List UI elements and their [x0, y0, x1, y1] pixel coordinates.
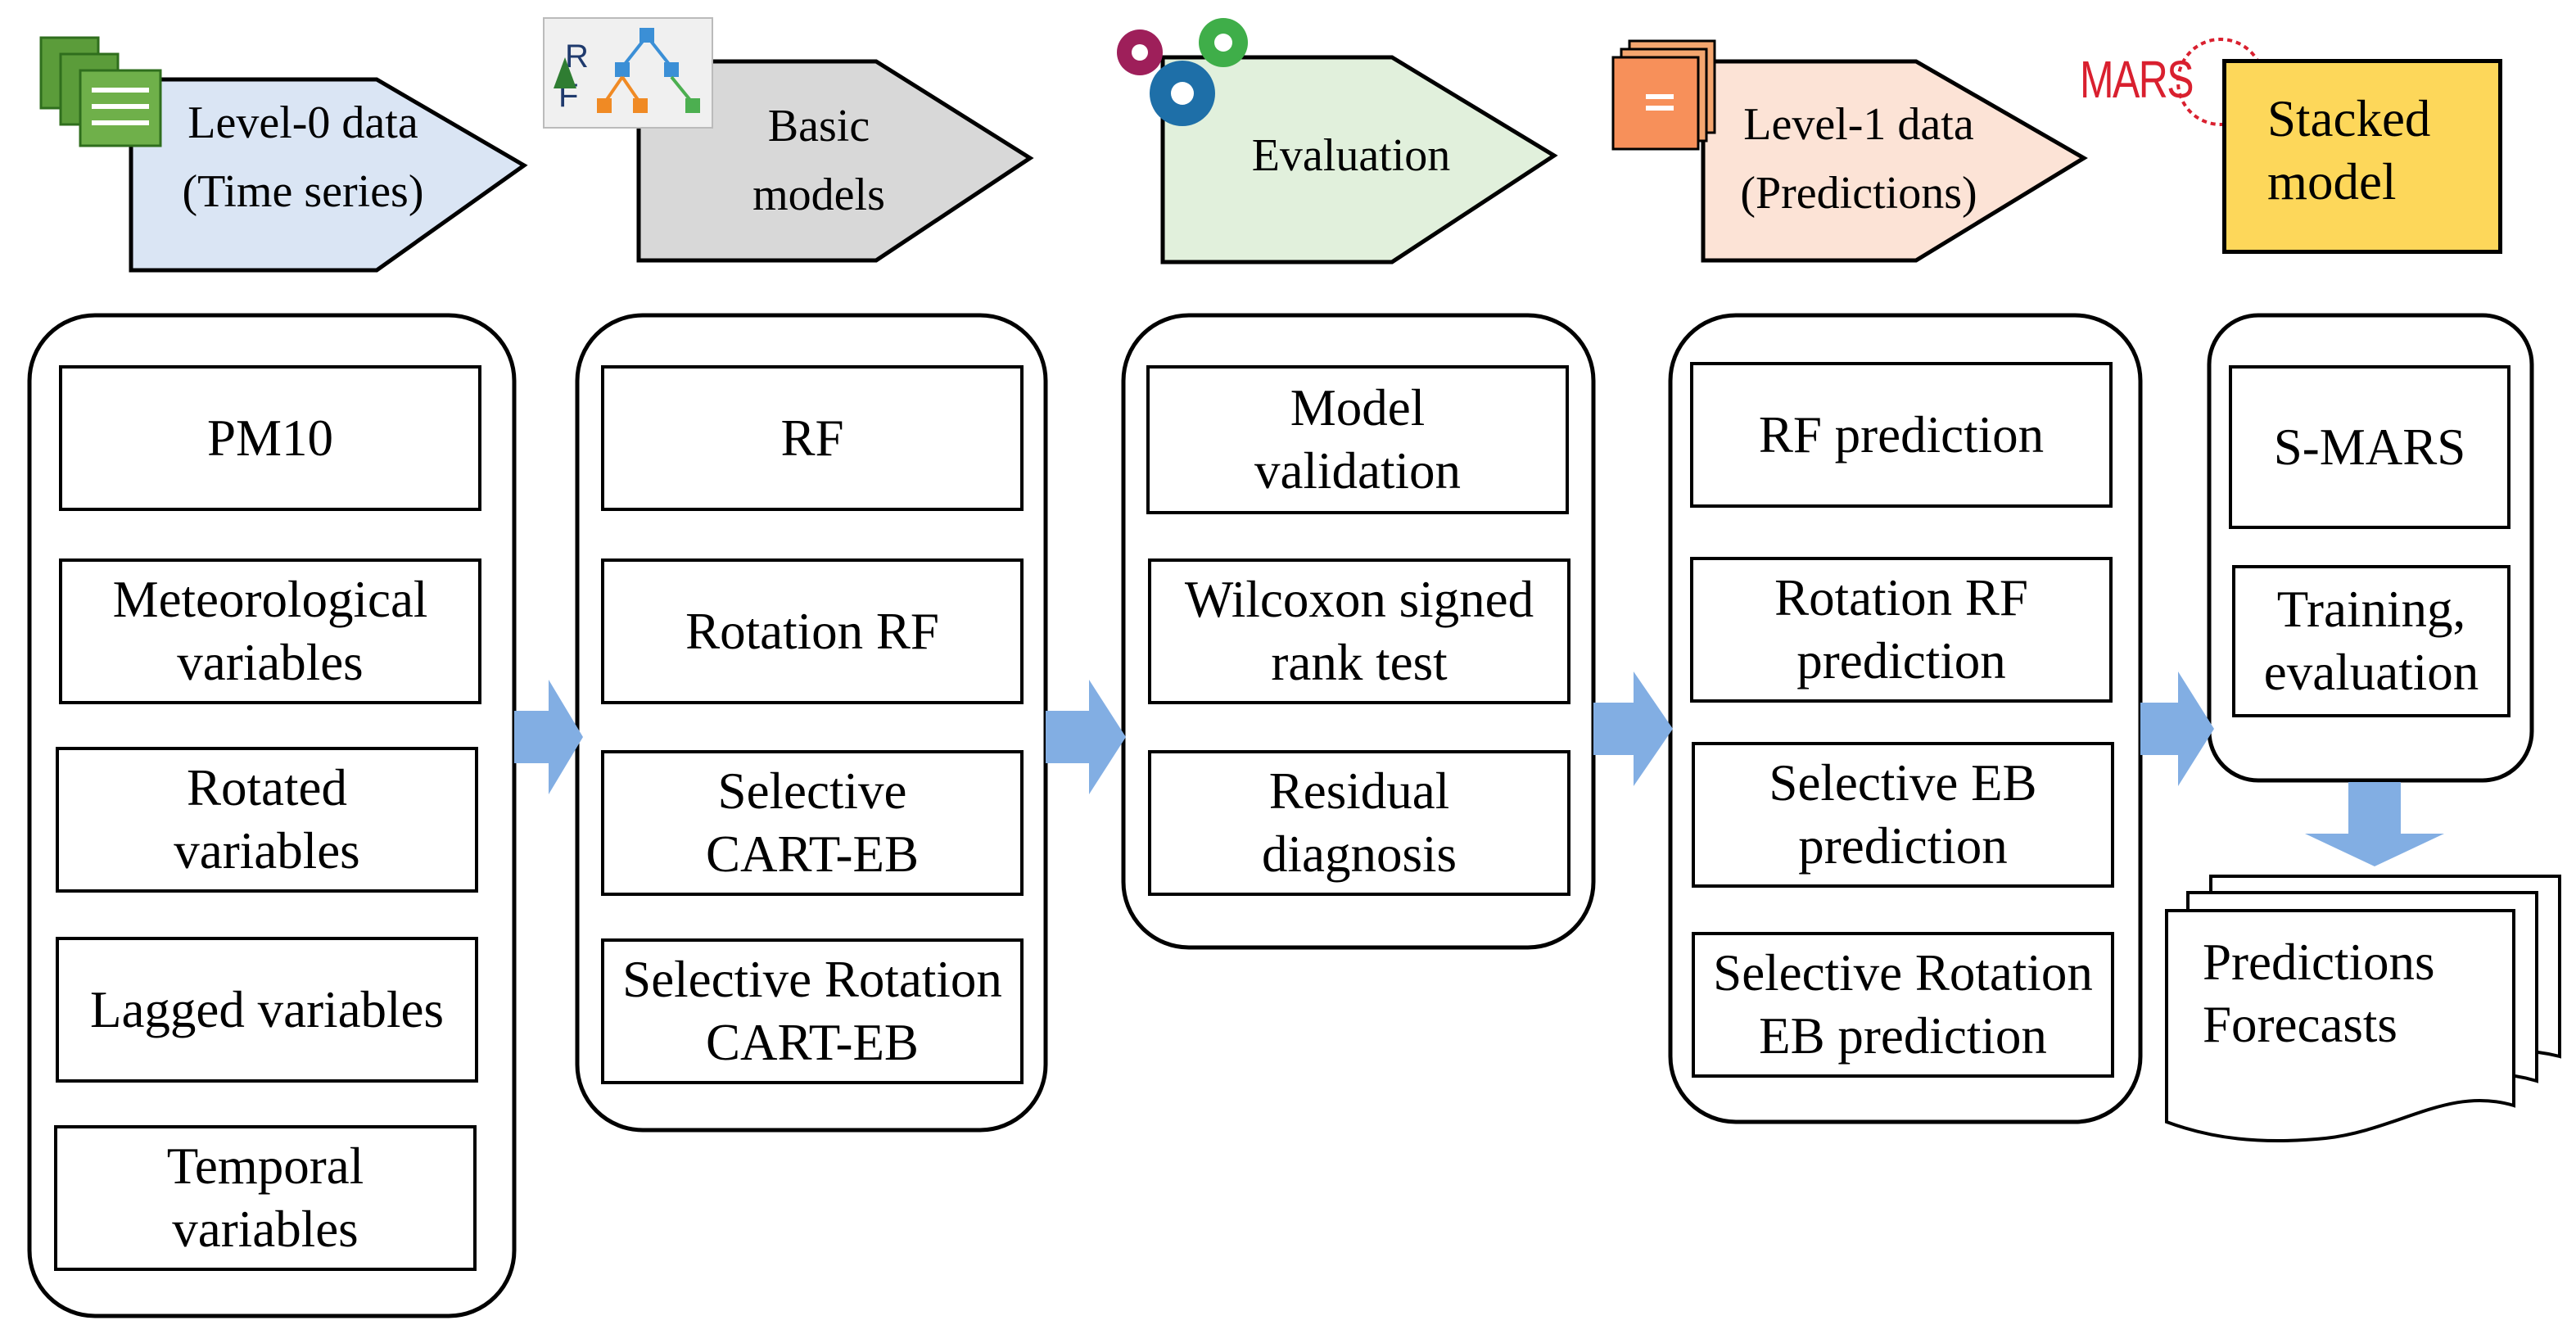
gears-icon [1117, 18, 1248, 126]
item-selective-eb-prediction: Selective EB prediction [1692, 742, 2114, 888]
item-rotation-rf-prediction: Rotation RF prediction [1690, 557, 2113, 703]
arrow-evaluation-to-level1 [1593, 672, 1673, 786]
item-selective-rotation-eb-prediction: Selective Rotation EB prediction [1692, 932, 2114, 1078]
evaluation-header-title: Evaluation [1251, 130, 1451, 181]
evaluation-header-shape [1160, 55, 1558, 265]
arrow-level0-to-basic [514, 680, 583, 794]
level0-header-shape [129, 77, 528, 273]
item-training-evaluation: Training, evaluation [2232, 565, 2510, 717]
item-residual-diagnosis: Residual diagnosis [1148, 750, 1570, 896]
rf-tree-icon: R F [543, 17, 713, 129]
item-selective-cart-eb: Selective CART-EB [601, 750, 1024, 896]
item-rf-prediction: RF prediction [1690, 362, 2113, 508]
item-rf: RF [601, 365, 1024, 511]
orange-document-icon [1611, 39, 1716, 151]
arrow-basic-to-evaluation [1046, 680, 1126, 794]
item-wilcoxon-test: Wilcoxon signed rank test [1148, 558, 1570, 704]
basic-models-header-shape [636, 59, 1034, 263]
item-temporal-variables: Temporal variables [54, 1125, 477, 1271]
item-rotated-variables: Rotated variables [56, 747, 478, 893]
arrow-level1-to-stacked [2140, 672, 2214, 786]
item-selective-rotation-cart-eb: Selective Rotation CART-EB [601, 938, 1024, 1084]
basic-models-header-title: Basic models [752, 101, 885, 220]
stacked-model-header: Stacked model [2222, 59, 2502, 254]
output-predictions-forecasts: Predictions Forecasts [2203, 934, 2435, 1053]
arrow-stacked-to-output [2305, 782, 2444, 866]
document-stack-icon [39, 36, 162, 147]
multi-document-icon [2165, 875, 2561, 1143]
item-rotation-rf: Rotation RF [601, 558, 1024, 704]
item-pm10: PM10 [59, 365, 481, 511]
item-lagged-variables: Lagged variables [56, 937, 478, 1083]
level1-header-title: Level-1 data (Predictions) [1740, 99, 1977, 219]
level0-header-title: Level-0 data (Time series) [182, 97, 424, 217]
mars-logo: MARS [2080, 50, 2194, 109]
level1-header-shape [1701, 59, 2088, 263]
item-meteorological-variables: Meteorological variables [59, 558, 481, 704]
item-s-mars: S-MARS [2229, 365, 2510, 529]
item-model-validation: Model validation [1146, 365, 1569, 514]
